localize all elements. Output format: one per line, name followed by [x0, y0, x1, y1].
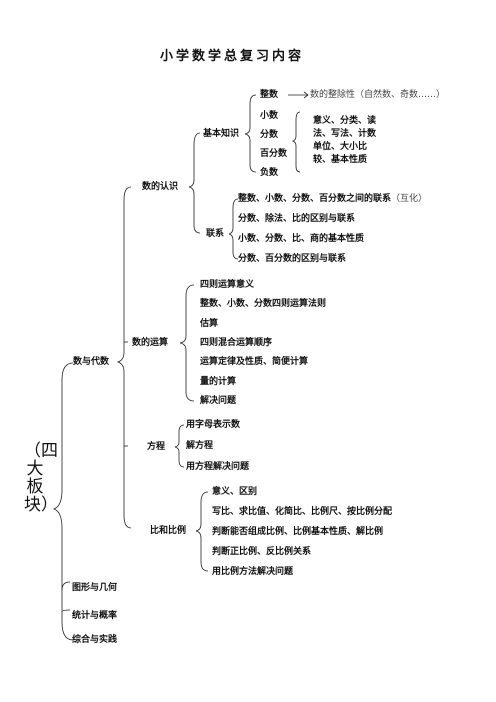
operation-item: 量的计算 [200, 377, 237, 387]
section-geometry: 图形与几何 [72, 583, 118, 593]
item-decimal: 小数 [260, 111, 279, 121]
note-meaning-line-1: 意义、分类、读 [313, 116, 377, 126]
section-practice: 综合与实践 [72, 635, 118, 645]
operation-item: 运算定律及性质、简便计算 [200, 357, 309, 367]
equation-item: 用方程解决问题 [186, 462, 250, 472]
note-meaning-line-3: 单位、大小比 [313, 142, 368, 152]
connection-item: 整数、小数、分数、百分数之间的联系（互化） [238, 193, 427, 205]
ratio-item: 用比例方法解决问题 [212, 567, 294, 577]
note-meaning-line-4: 较、基本性质 [313, 155, 368, 165]
operation-item: 四则运算意义 [200, 280, 255, 290]
node-number-recognition: 数的认识 [142, 182, 179, 192]
note-divisibility: 数的整除性（自然数、奇数……） [310, 90, 446, 100]
connection-item: 分数、百分数的区别与联系 [238, 254, 347, 264]
ratio-item: 写比、求比值、化简比、比例尺、按比例分配 [212, 507, 393, 517]
ratio-item: 意义、区别 [212, 487, 258, 497]
operation-item: 四则混合运算顺序 [200, 338, 273, 348]
note-meaning-line-2: 法、写法、计数 [313, 129, 377, 139]
item-fraction: 分数 [260, 130, 279, 140]
operation-item: 估算 [200, 319, 219, 329]
equation-item: 用字母表示数 [186, 420, 241, 430]
item-integer: 整数 [260, 90, 279, 100]
equation-item: 解方程 [186, 441, 214, 451]
connection-item: 小数、分数、比、商的基本性质 [238, 234, 365, 244]
connection-item: 分数、除法、比的区别与联系 [238, 214, 356, 224]
ratio-item: 判断正比例、反比例关系 [212, 547, 312, 557]
item-negative: 负数 [260, 168, 279, 178]
root-label: （四大板块） [24, 441, 58, 515]
operation-item: 解决问题 [200, 396, 237, 406]
node-connections: 联系 [206, 229, 225, 239]
item-percentage: 百分数 [260, 149, 288, 159]
connection-item-text: 整数、小数、分数、百分数之间的联系 [238, 194, 392, 204]
node-equations: 方程 [147, 442, 166, 452]
ratio-item: 判断能否组成比例、比例基本性质、解比例 [212, 527, 384, 537]
connection-item-suffix: （互化） [391, 194, 428, 204]
node-operations: 数的运算 [132, 338, 169, 348]
operation-item: 整数、小数、分数四则运算法则 [200, 299, 327, 309]
page-title: 小学数学总复习内容 [160, 49, 305, 64]
node-ratio-proportion: 比和比例 [150, 526, 187, 536]
section-statistics: 统计与概率 [72, 611, 118, 621]
node-basic-knowledge: 基本知识 [203, 129, 240, 139]
section-number-algebra: 数与代数 [73, 357, 110, 367]
